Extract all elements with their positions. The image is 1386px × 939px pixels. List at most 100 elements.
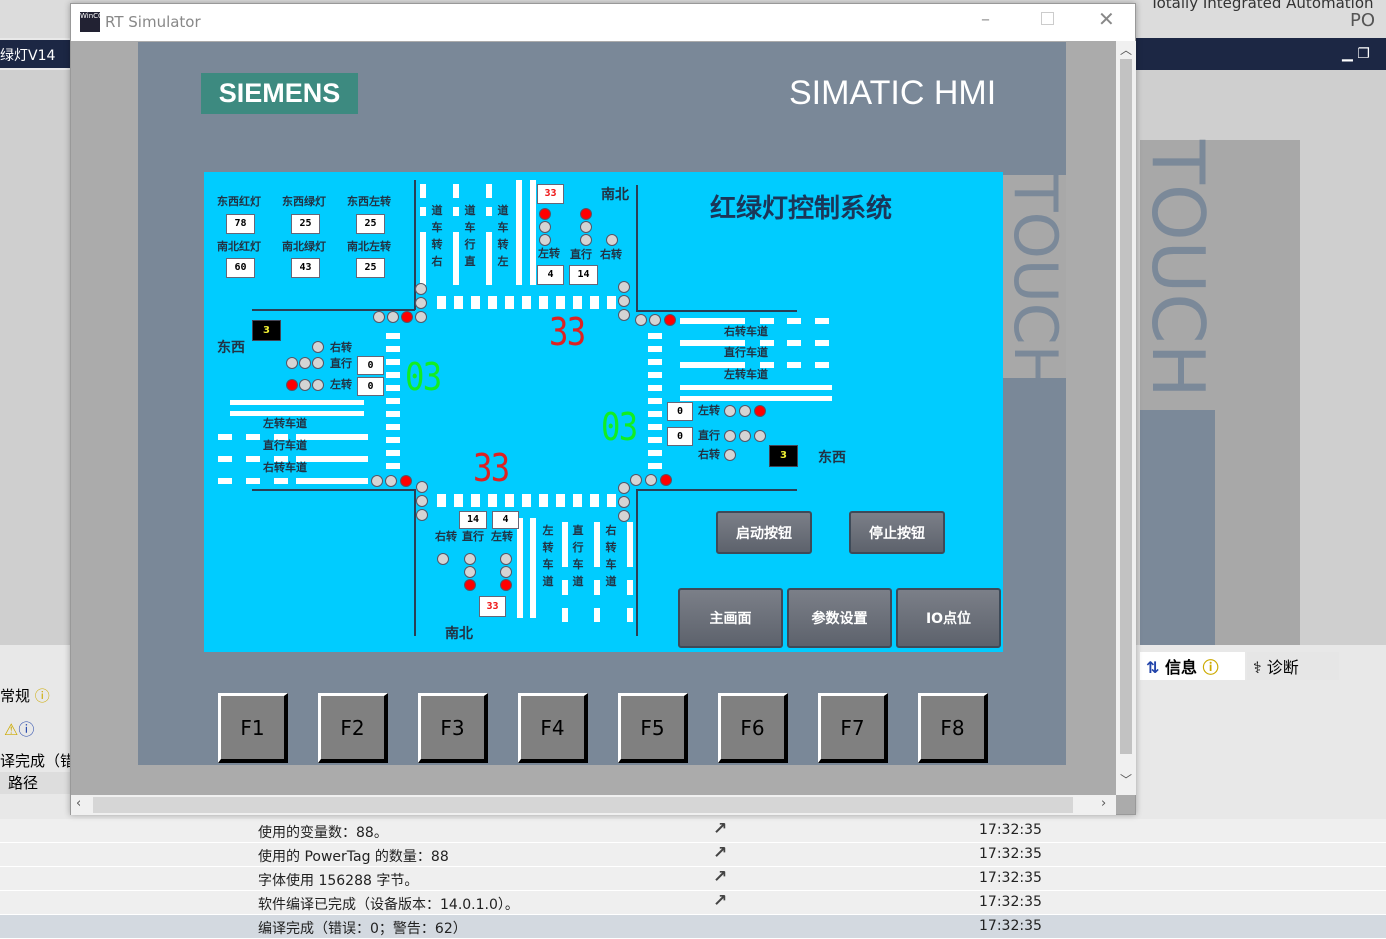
- function-key-f5[interactable]: F5: [618, 693, 688, 763]
- lane-marking: [648, 411, 662, 417]
- log-row[interactable]: 使用的 PowerTag 的数量：88↗17:32:35: [0, 843, 1386, 867]
- lane-marking: [437, 296, 446, 309]
- function-key-f2[interactable]: F2: [318, 693, 388, 763]
- east-direction-label: 东西: [818, 450, 846, 466]
- lane-marking: [787, 362, 801, 368]
- lane-marking: [471, 296, 480, 309]
- lane-marking: [573, 296, 582, 309]
- south-left-label: 左转: [491, 530, 513, 543]
- start-button[interactable]: 启动按钮: [716, 511, 812, 554]
- hscroll-thumb[interactable]: [93, 797, 1073, 813]
- function-key-f7[interactable]: F7: [818, 693, 888, 763]
- lane-marking: [386, 346, 400, 352]
- vertical-scrollbar[interactable]: ︿ ﹀: [1116, 41, 1136, 795]
- traffic-light-south-straight: [464, 566, 476, 578]
- param-value[interactable]: 25: [291, 214, 320, 234]
- nav-main-screen[interactable]: 主画面: [678, 588, 783, 648]
- simatic-hmi-label: SIMATIC HMI: [789, 74, 997, 112]
- log-message: 软件编译已完成（设备版本：14.0.1.0）。: [258, 897, 519, 913]
- east-counter: 3: [769, 445, 798, 467]
- lane-marking: [787, 318, 801, 324]
- maximize-icon[interactable]: ▁ ❐: [1342, 46, 1370, 62]
- log-time: 17:32:35: [979, 846, 1042, 862]
- south-big-countdown: 33: [473, 446, 510, 490]
- north-countdown: 33: [537, 184, 564, 204]
- traffic-light-north-left: [539, 234, 551, 246]
- info-badge-icon: ⓘ: [1202, 658, 1219, 677]
- log-time: 17:32:35: [979, 870, 1042, 886]
- lane-marking: [590, 494, 599, 507]
- info-filter-icon[interactable]: ⓘ: [18, 720, 35, 739]
- lane-marking: [218, 478, 232, 484]
- traffic-light-corner-sw-v: [416, 509, 428, 521]
- filter-icons[interactable]: ⚠ⓘ: [4, 716, 34, 740]
- lane-marking: [627, 580, 633, 595]
- lane-marking: [562, 608, 568, 622]
- road-edge-line: [414, 489, 416, 636]
- lane-marking: [505, 296, 514, 309]
- south-right-label: 右转: [435, 530, 457, 543]
- traffic-light-east-left: [739, 405, 751, 417]
- log-message: 使用的变量数：88。: [258, 825, 388, 841]
- lane-marking: [386, 385, 400, 391]
- warning-icon[interactable]: ⚠: [4, 720, 19, 739]
- param-label: 南北左转: [347, 240, 391, 253]
- function-key-f1[interactable]: F1: [218, 693, 288, 763]
- nav-io-points[interactable]: IO点位: [896, 588, 1001, 648]
- west-left-timer: 0: [357, 377, 384, 396]
- traffic-light-east-straight: [724, 430, 736, 442]
- param-value[interactable]: 25: [356, 258, 385, 278]
- traffic-light-east-straight: [739, 430, 751, 442]
- lane-marking: [454, 494, 463, 507]
- south-lane-label: 左转车道: [542, 524, 554, 588]
- west-left-label: 左转: [330, 378, 352, 391]
- function-key-f8[interactable]: F8: [918, 693, 988, 763]
- south-direction-label: 南北: [445, 626, 473, 642]
- function-key-f6[interactable]: F6: [718, 693, 788, 763]
- nav-parameter-settings[interactable]: 参数设置: [787, 588, 892, 648]
- traffic-light-south-straight: [464, 553, 476, 565]
- north-lane-label: 道车行直: [464, 204, 476, 268]
- param-value[interactable]: 43: [291, 258, 320, 278]
- function-key-f4[interactable]: F4: [518, 693, 588, 763]
- tab-info[interactable]: ⇅ 信息 ⓘ: [1140, 652, 1245, 680]
- lane-marking: [420, 207, 426, 216]
- lane-marking: [486, 207, 492, 216]
- goto-arrow-icon[interactable]: ↗: [713, 867, 728, 887]
- tab-diagnostics[interactable]: ⚕ 诊断: [1247, 652, 1339, 680]
- minimize-button[interactable]: –: [981, 9, 990, 30]
- stop-button[interactable]: 停止按钮: [849, 511, 945, 554]
- param-value[interactable]: 78: [226, 214, 255, 234]
- log-row[interactable]: 字体使用 156288 字节。↗17:32:35: [0, 867, 1386, 891]
- scroll-thumb[interactable]: [1120, 59, 1132, 754]
- close-button[interactable]: ✕: [1098, 7, 1115, 31]
- lane-marking: [562, 522, 568, 567]
- lane-marking: [218, 434, 232, 440]
- lane-marking: [530, 518, 536, 618]
- lane-marking: [648, 372, 662, 378]
- east-right-label: 右转: [698, 448, 720, 461]
- param-value[interactable]: 60: [226, 258, 255, 278]
- horizontal-scrollbar[interactable]: ‹ ›: [71, 795, 1116, 815]
- function-key-f3[interactable]: F3: [418, 693, 488, 763]
- log-row[interactable]: 使用的变量数：88。↗17:32:35: [0, 819, 1386, 843]
- lane-marking: [437, 494, 446, 507]
- goto-arrow-icon[interactable]: ↗: [713, 891, 728, 911]
- goto-arrow-icon[interactable]: ↗: [713, 819, 728, 839]
- traffic-light-corner-sw-v: [416, 495, 428, 507]
- traffic-light-corner-nw-v: [415, 311, 427, 323]
- north-straight-label: 直行: [570, 248, 592, 261]
- log-message: 编译完成（错误：0；警告：62）: [258, 921, 467, 937]
- traffic-light-corner-nw-h: [387, 311, 399, 323]
- screen-title: 红绿灯控制系统: [710, 194, 893, 224]
- lane-marking: [522, 494, 531, 507]
- log-row[interactable]: 软件编译已完成（设备版本：14.0.1.0）。↗17:32:35: [0, 891, 1386, 915]
- goto-arrow-icon[interactable]: ↗: [713, 843, 728, 863]
- west-straight-label: 直行: [330, 357, 352, 370]
- lane-marking: [594, 580, 600, 595]
- log-time: 17:32:35: [979, 918, 1042, 934]
- log-row[interactable]: 编译完成（错误：0；警告：62） 17:32:35: [0, 915, 1386, 939]
- tab-general[interactable]: 常规 ⓘ: [0, 687, 50, 705]
- maximize-button[interactable]: [1041, 12, 1054, 25]
- param-value[interactable]: 25: [356, 214, 385, 234]
